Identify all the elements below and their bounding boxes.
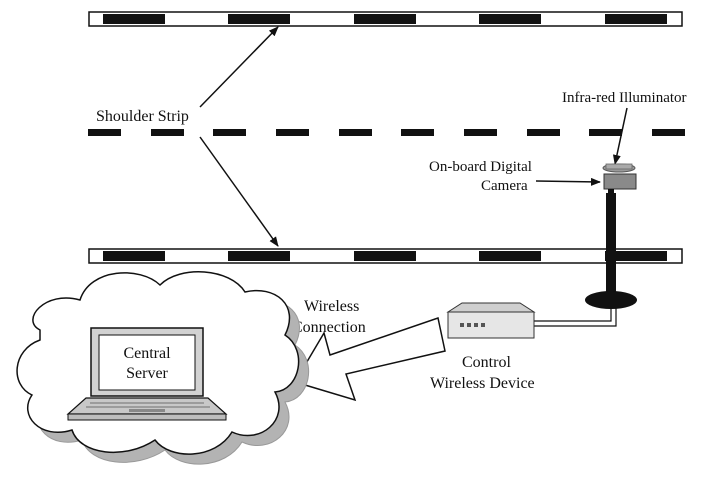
bottom-strip-dash-3 xyxy=(354,251,416,261)
center-lane-dash-1 xyxy=(88,129,121,136)
camera-label-line2: Camera xyxy=(481,178,528,194)
top-strip-dash-2 xyxy=(228,14,290,24)
bottom-shoulder-strip xyxy=(88,248,683,264)
bottom-strip-dash-4 xyxy=(479,251,541,261)
top-strip-dashes xyxy=(103,14,667,24)
infrared-illuminator-icon xyxy=(602,163,636,173)
bottom-strip-dash-5 xyxy=(605,251,667,261)
camera-label-line1: On-board Digital xyxy=(429,159,532,175)
bottom-strip-dash-1 xyxy=(103,251,165,261)
center-lane-dash-9 xyxy=(589,129,622,136)
wireless-device-icon xyxy=(446,302,536,339)
center-lane-dash-4 xyxy=(276,129,309,136)
server-label-line2: Server xyxy=(126,365,168,382)
laptop-icon xyxy=(66,327,228,421)
camera-icon xyxy=(603,173,637,190)
top-strip-dash-4 xyxy=(479,14,541,24)
infrared-illuminator-label: Infra-red Illuminator xyxy=(562,90,687,106)
center-lane-dash-7 xyxy=(464,129,497,136)
camera-arrow xyxy=(535,177,601,186)
center-lane-dash-2 xyxy=(151,129,184,136)
top-shoulder-strip xyxy=(88,11,683,27)
center-lane-dash-6 xyxy=(401,129,434,136)
shoulder-strip-arrow-down xyxy=(199,136,279,247)
center-lane-dash-3 xyxy=(213,129,246,136)
control-label-line1: Control xyxy=(462,354,511,371)
control-label-line2: Wireless Device xyxy=(430,375,535,392)
center-lane-dash-10 xyxy=(652,129,685,136)
top-strip-dash-5 xyxy=(605,14,667,24)
shoulder-strip-label: Shoulder Strip xyxy=(96,108,189,125)
top-strip-dash-3 xyxy=(354,14,416,24)
center-lane-dashes xyxy=(88,129,685,136)
top-strip-dash-1 xyxy=(103,14,165,24)
wireless-label-line1: Wireless xyxy=(304,298,359,315)
bottom-strip-dashes xyxy=(103,251,667,261)
center-lane-dash-8 xyxy=(527,129,560,136)
wireless-label-line2: Connection xyxy=(292,319,366,336)
device-cable xyxy=(534,308,617,327)
camera-pole xyxy=(585,189,637,309)
shoulder-strip-arrow-up xyxy=(199,26,279,108)
illuminator-arrow xyxy=(612,107,628,165)
server-label-line1: Central xyxy=(123,345,171,362)
wireless-connection-arrow xyxy=(293,317,446,402)
bottom-strip-dash-2 xyxy=(228,251,290,261)
center-lane-dash-5 xyxy=(339,129,372,136)
